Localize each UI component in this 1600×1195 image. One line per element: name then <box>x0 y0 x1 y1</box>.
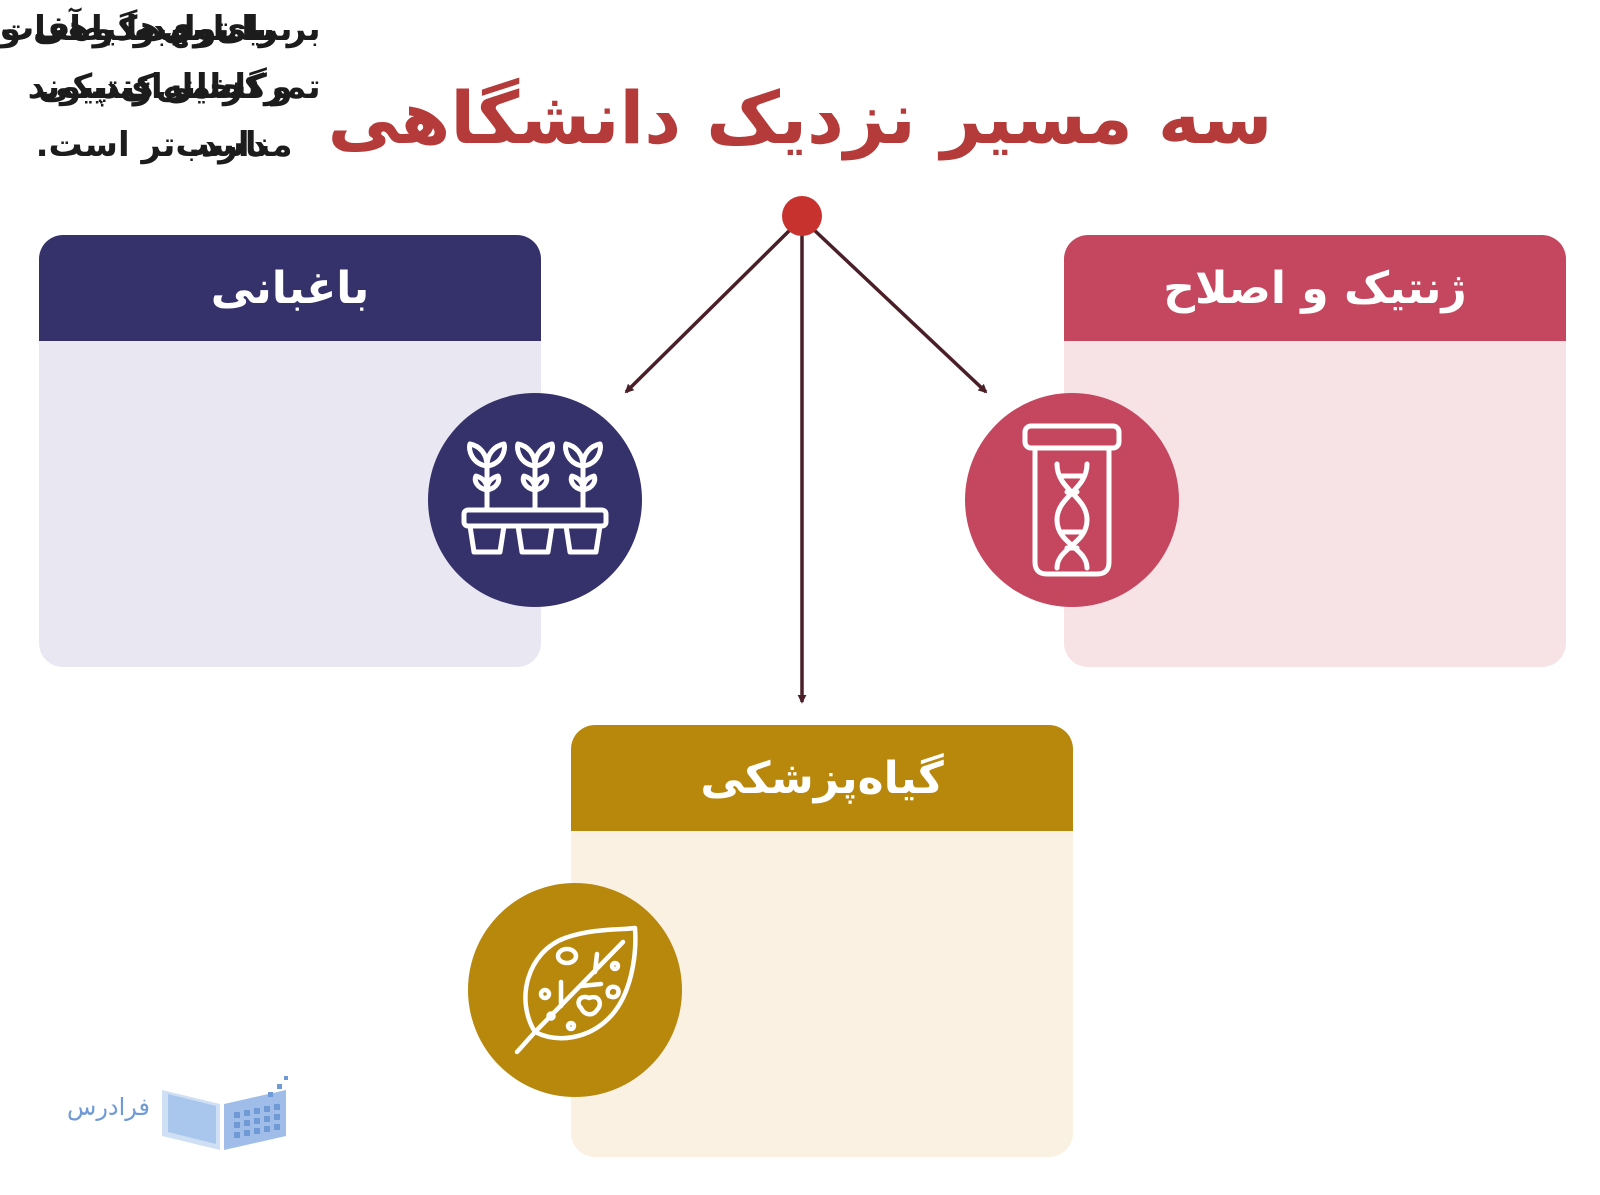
dna-test-tube-icon <box>965 393 1179 607</box>
seedling-1 <box>467 441 507 513</box>
card-plant-medicine-heading: گیاه‌پزشکی <box>571 725 1073 831</box>
faradars-logo: فرادرس <box>54 1072 294 1152</box>
hub-dot <box>782 196 822 236</box>
seedling-pots-icon <box>428 393 642 607</box>
arrow-to-genetics <box>810 226 988 394</box>
card-horticulture-text: با تولید گیاهی و گلخانه‌ای پیوند دارد. <box>0 9 267 165</box>
open-book-logo-icon <box>162 1076 288 1150</box>
diagram-title: سه مسیر نزدیک دانشگاهی <box>327 76 1273 160</box>
logo-text: فرادرس <box>67 1093 150 1121</box>
seedling-2 <box>515 441 555 513</box>
card-plant-medicine-text: بر بیماری‌ها و آفات تمرکز می‌کند. <box>0 9 321 107</box>
diseased-leaf-icon <box>468 883 682 1097</box>
card-horticulture-heading: باغبانی <box>39 235 541 341</box>
card-genetics-breeding: ژنتیک و اصلاح <box>1064 235 1566 667</box>
card-genetics-text: برای بهبود صفات و تحلیل ژنتیکی مناسب‌تر … <box>0 9 293 165</box>
arrow-to-horticulture <box>624 226 794 394</box>
card-genetics-heading: ژنتیک و اصلاح <box>1064 235 1566 341</box>
seedling-3 <box>563 441 603 513</box>
